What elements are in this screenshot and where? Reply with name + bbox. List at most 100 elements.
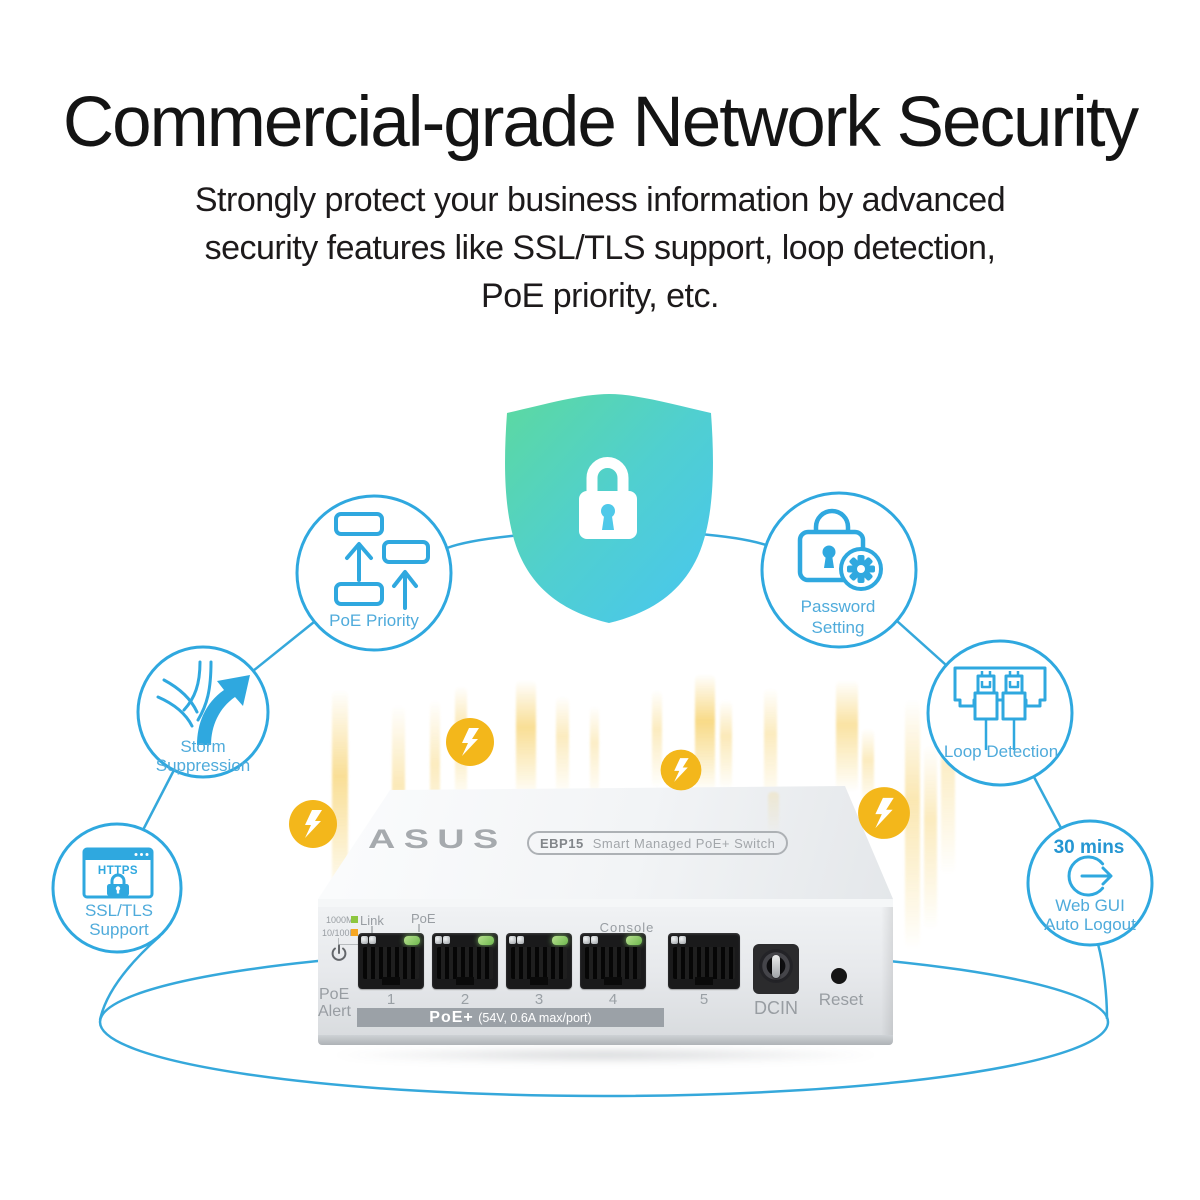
legend-1000m: 1000M [326,915,354,925]
dcin-label: DCIN [754,998,798,1018]
port-number-1: 1 [386,991,396,1008]
rj45-jack [585,947,641,985]
light-streak [768,792,779,834]
legend-bracket [338,938,359,945]
lock-icon [579,457,637,539]
ethernet-port-3 [506,933,572,989]
subtitle-line: Strongly protect your business informati… [194,181,1006,219]
https-label: HTTPS [98,865,138,877]
port-led [517,936,524,944]
poe-led-green [552,936,568,945]
port-led [369,936,376,944]
reset-button [831,968,847,984]
feature-circle-loop-detection [926,639,1074,787]
feature-circle-web-gui-logout [1026,819,1154,947]
connector-line [1032,776,1063,829]
light-streak [764,688,777,803]
page-subtitle: Strongly protect your business informati… [0,176,1200,320]
connector-line [252,621,315,672]
asus-logo: ASUS [368,824,507,854]
rj45-jack [673,947,735,985]
ethernet-port-5 [668,933,740,989]
logout-duration-label: 30 mins [1054,837,1125,858]
ssl-tls-icon: HTTPS [82,847,154,899]
storm-suppression-icon [156,660,250,745]
poe-alert-label-line2: Alert [318,1003,351,1020]
connector-line [896,620,947,666]
light-streak [430,700,440,860]
poe-pointer-line [418,924,420,932]
console-label: Console [599,920,655,935]
poe-led-green [626,936,642,945]
poe-led-label: PoE [411,911,436,926]
rj45-jack [363,947,419,985]
power-icon [331,944,347,961]
rj45-jack [437,947,493,985]
poe-plus-bar-title: PoE+ [429,1009,474,1026]
connector-line [141,769,176,831]
password-label-line1: Password [801,597,876,616]
port-led [679,936,686,944]
port-led [671,936,678,944]
port-number-4: 4 [608,991,618,1008]
model-number: EBP15 [540,835,584,851]
connector-line [1096,943,1109,1020]
port-number-5: 5 [699,991,709,1008]
poe-plus-bar-detail: (54V, 0.6A max/port) [478,1011,592,1025]
ssl-label-line2: Support [89,920,149,939]
loop-detection-label: Loop Detection [944,742,1058,761]
light-streak [720,700,732,790]
poe-led-green [478,936,494,945]
password-setting-icon [797,508,883,591]
light-streak [590,706,599,798]
feature-circle-poe-priority [295,494,453,652]
poe-led-green [404,936,420,945]
light-streak [556,696,569,796]
ssl-label-line1: SSL/TLS [85,901,153,920]
model-badge: EBP15 Smart Managed PoE+ Switch [527,831,789,855]
storm-label-line2: Suppression [156,756,251,775]
light-streak [516,680,536,798]
port-number-2: 2 [460,991,470,1008]
port-led [443,936,450,944]
light-streak [924,745,937,930]
switch-base [318,1035,893,1045]
link-label: Link [360,913,384,928]
ethernet-port-1 [358,933,424,989]
green-led-legend-swatch [351,916,358,923]
light-streak [905,700,920,950]
port-led [435,936,442,944]
poe-alert-label-line1: PoE [319,986,350,1003]
orange-led-legend-swatch [351,929,358,936]
auto-logout-icon [1067,855,1113,897]
rj45-jack [511,947,567,985]
poe-plus-bar: PoE+ (54V, 0.6A max/port) [357,1008,664,1027]
page-title: Commercial-grade Network Security [62,83,1139,162]
port-led [583,936,590,944]
light-streak [332,690,348,905]
light-streak [836,680,858,792]
ethernet-port-4 [580,933,646,989]
switch-front-panel: 1000M 10/100M Link PoE PoE Alert Console [318,907,893,1035]
port-led [509,936,516,944]
webgui-label-line1: Web GUI [1055,896,1125,915]
loop-detection-icon [953,666,1047,750]
poe-priority-label: PoE Priority [329,611,419,630]
shield-icon [505,394,713,623]
legend-10-100m: 10/100M [322,928,358,938]
switch-shadow [326,1047,885,1063]
product-name: Smart Managed PoE+ Switch [592,835,776,851]
storm-label-line1: Storm [180,737,225,756]
poe-priority-icon [334,512,430,610]
subtitle-line: PoE priority, etc. [481,277,719,315]
ethernet-port-2 [432,933,498,989]
webgui-label-line2: Auto Logout [1044,915,1136,934]
dc-jack-pin [772,955,780,978]
port-led [361,936,368,944]
product-photo-switch: ASUS EBP15 Smart Managed PoE+ Switch 100… [318,786,894,1076]
password-label-line2: Setting [812,618,865,637]
subtitle-line: security features like SSL/TLS support, … [204,229,996,267]
light-streak [652,690,662,788]
port-number-3: 3 [534,991,544,1008]
